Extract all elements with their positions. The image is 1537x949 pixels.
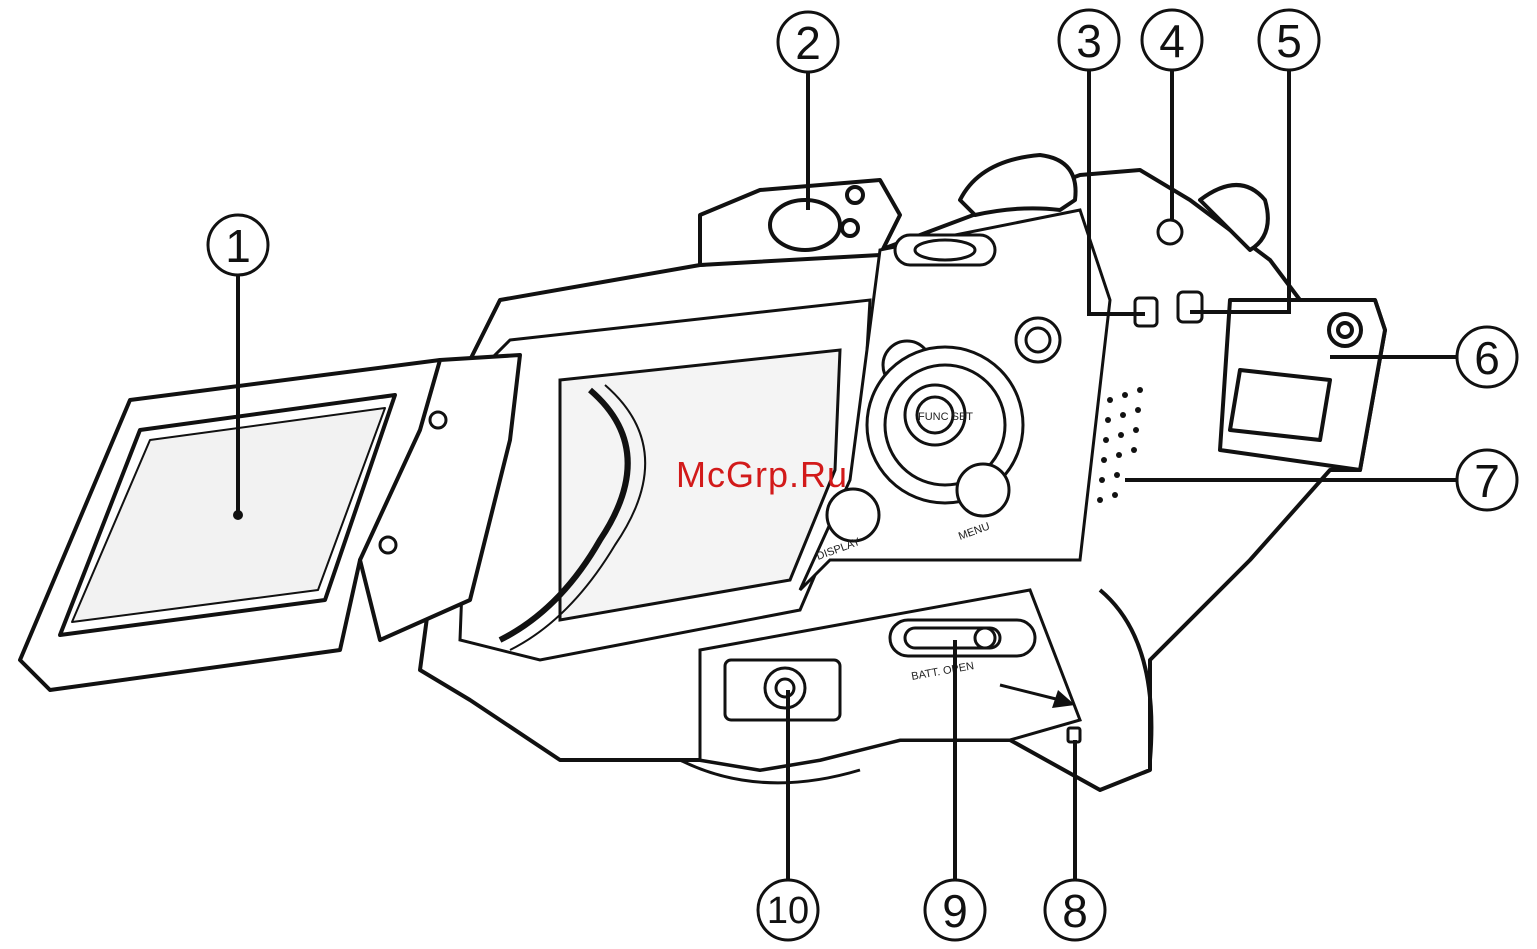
callout-3: 3	[1076, 15, 1102, 67]
av-out-terminal	[1178, 292, 1202, 322]
callout-9: 9	[942, 885, 968, 937]
watermark: McGrp.Ru	[676, 454, 848, 496]
callout-7: 7	[1474, 455, 1500, 507]
dc-in-jack	[1158, 220, 1182, 244]
callout-6: 6	[1474, 332, 1500, 384]
callout-2: 2	[795, 17, 821, 69]
callout-1: 1	[225, 220, 251, 272]
callout-10: 10	[767, 890, 809, 932]
display-button[interactable]	[827, 489, 879, 541]
callout-8: 8	[1062, 885, 1088, 937]
func-set-label: FUNC SET	[918, 411, 973, 423]
menu-button[interactable]	[957, 464, 1009, 516]
callout-5: 5	[1276, 15, 1302, 67]
callout-4: 4	[1159, 15, 1185, 67]
